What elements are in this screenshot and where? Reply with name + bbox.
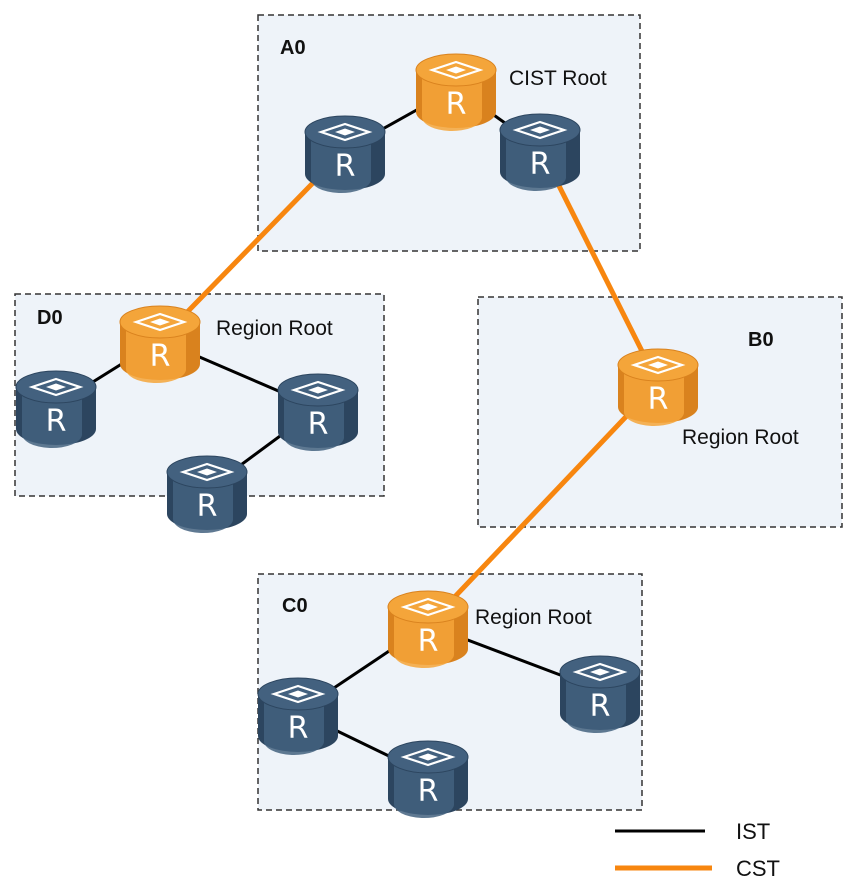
router-letter: R [418,774,439,809]
region-d0-label: D0 [37,307,63,329]
region-b0-label: B0 [748,329,774,351]
legend: IST CST [615,819,780,881]
cst-link-b0-c0 [426,381,660,627]
router-letter: R [418,624,439,659]
router-letter: R [335,149,356,184]
router-icon: R [15,370,97,449]
router-letter: R [446,87,467,122]
router-letter: R [648,382,669,417]
node-label-b0-region-root: Region Root [682,426,799,449]
legend-ist-label: IST [736,819,770,844]
router-icon: R [499,113,581,192]
router-icon: R [415,53,497,132]
router-icon: R [257,677,339,756]
router-icon: R [304,115,386,194]
router-icon: R [277,373,359,452]
router-letter: R [288,711,309,746]
router-letter: R [150,339,171,374]
region-a0-label: A0 [280,37,306,59]
router-letter: R [197,489,218,524]
node-label-c0-region-root: Region Root [475,606,592,629]
legend-cst-label: CST [736,856,780,881]
router-icon: R [387,740,469,819]
router-icon: R [617,348,699,427]
router-letter: R [46,404,67,439]
router-icon: R [559,655,641,734]
region-c0-label: C0 [282,595,308,617]
cst-link-a0-b0 [537,146,661,385]
node-label-d0-region-root: Region Root [216,317,333,340]
router-icon: R [387,590,469,669]
router-letter: R [308,407,329,442]
router-letter: R [590,689,611,724]
node-label-cist-root: CIST Root [509,67,607,90]
router-icon: R [119,305,201,384]
router-letter: R [530,147,551,182]
nodes: R R R R R R R R R R R R [15,53,699,819]
router-icon: R [166,455,248,534]
